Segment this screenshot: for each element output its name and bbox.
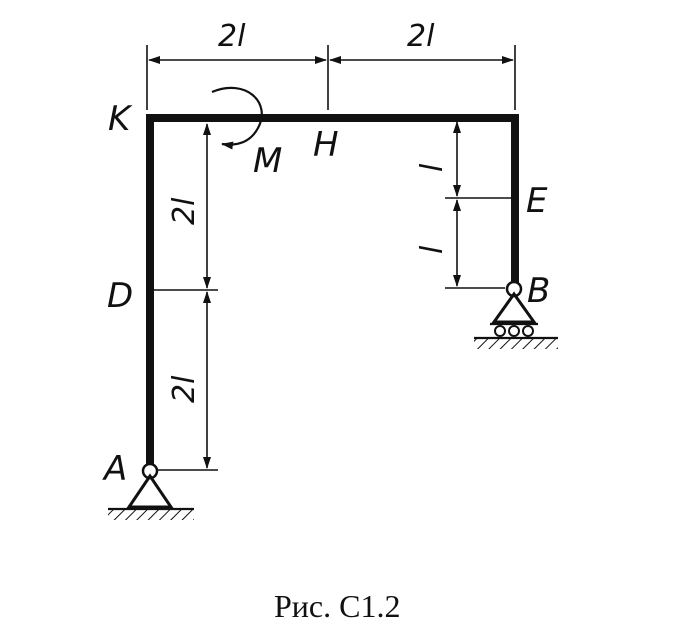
label-a: A	[102, 449, 127, 489]
dim-right-lower: l	[415, 245, 450, 254]
frame-member	[146, 114, 519, 469]
label-h: H	[313, 125, 339, 165]
left-dimension	[150, 123, 218, 471]
dim-top-left: 2l	[218, 19, 246, 54]
dim-left-upper: 2l	[167, 197, 202, 225]
label-e: E	[526, 181, 548, 221]
dim-top-right: 2l	[407, 19, 435, 54]
dim-left-lower: 2l	[167, 375, 202, 403]
dim-right-upper: l	[415, 163, 450, 172]
label-b: B	[527, 271, 550, 311]
label-k: K	[108, 99, 133, 139]
right-dimension	[445, 121, 515, 289]
label-d: D	[107, 276, 133, 316]
support-b	[474, 280, 558, 349]
moment-arrow	[211, 86, 263, 150]
label-m: M	[253, 141, 282, 181]
top-dimension	[146, 45, 516, 110]
support-a	[108, 462, 194, 520]
figure-caption: Рис. С1.2	[274, 588, 400, 624]
